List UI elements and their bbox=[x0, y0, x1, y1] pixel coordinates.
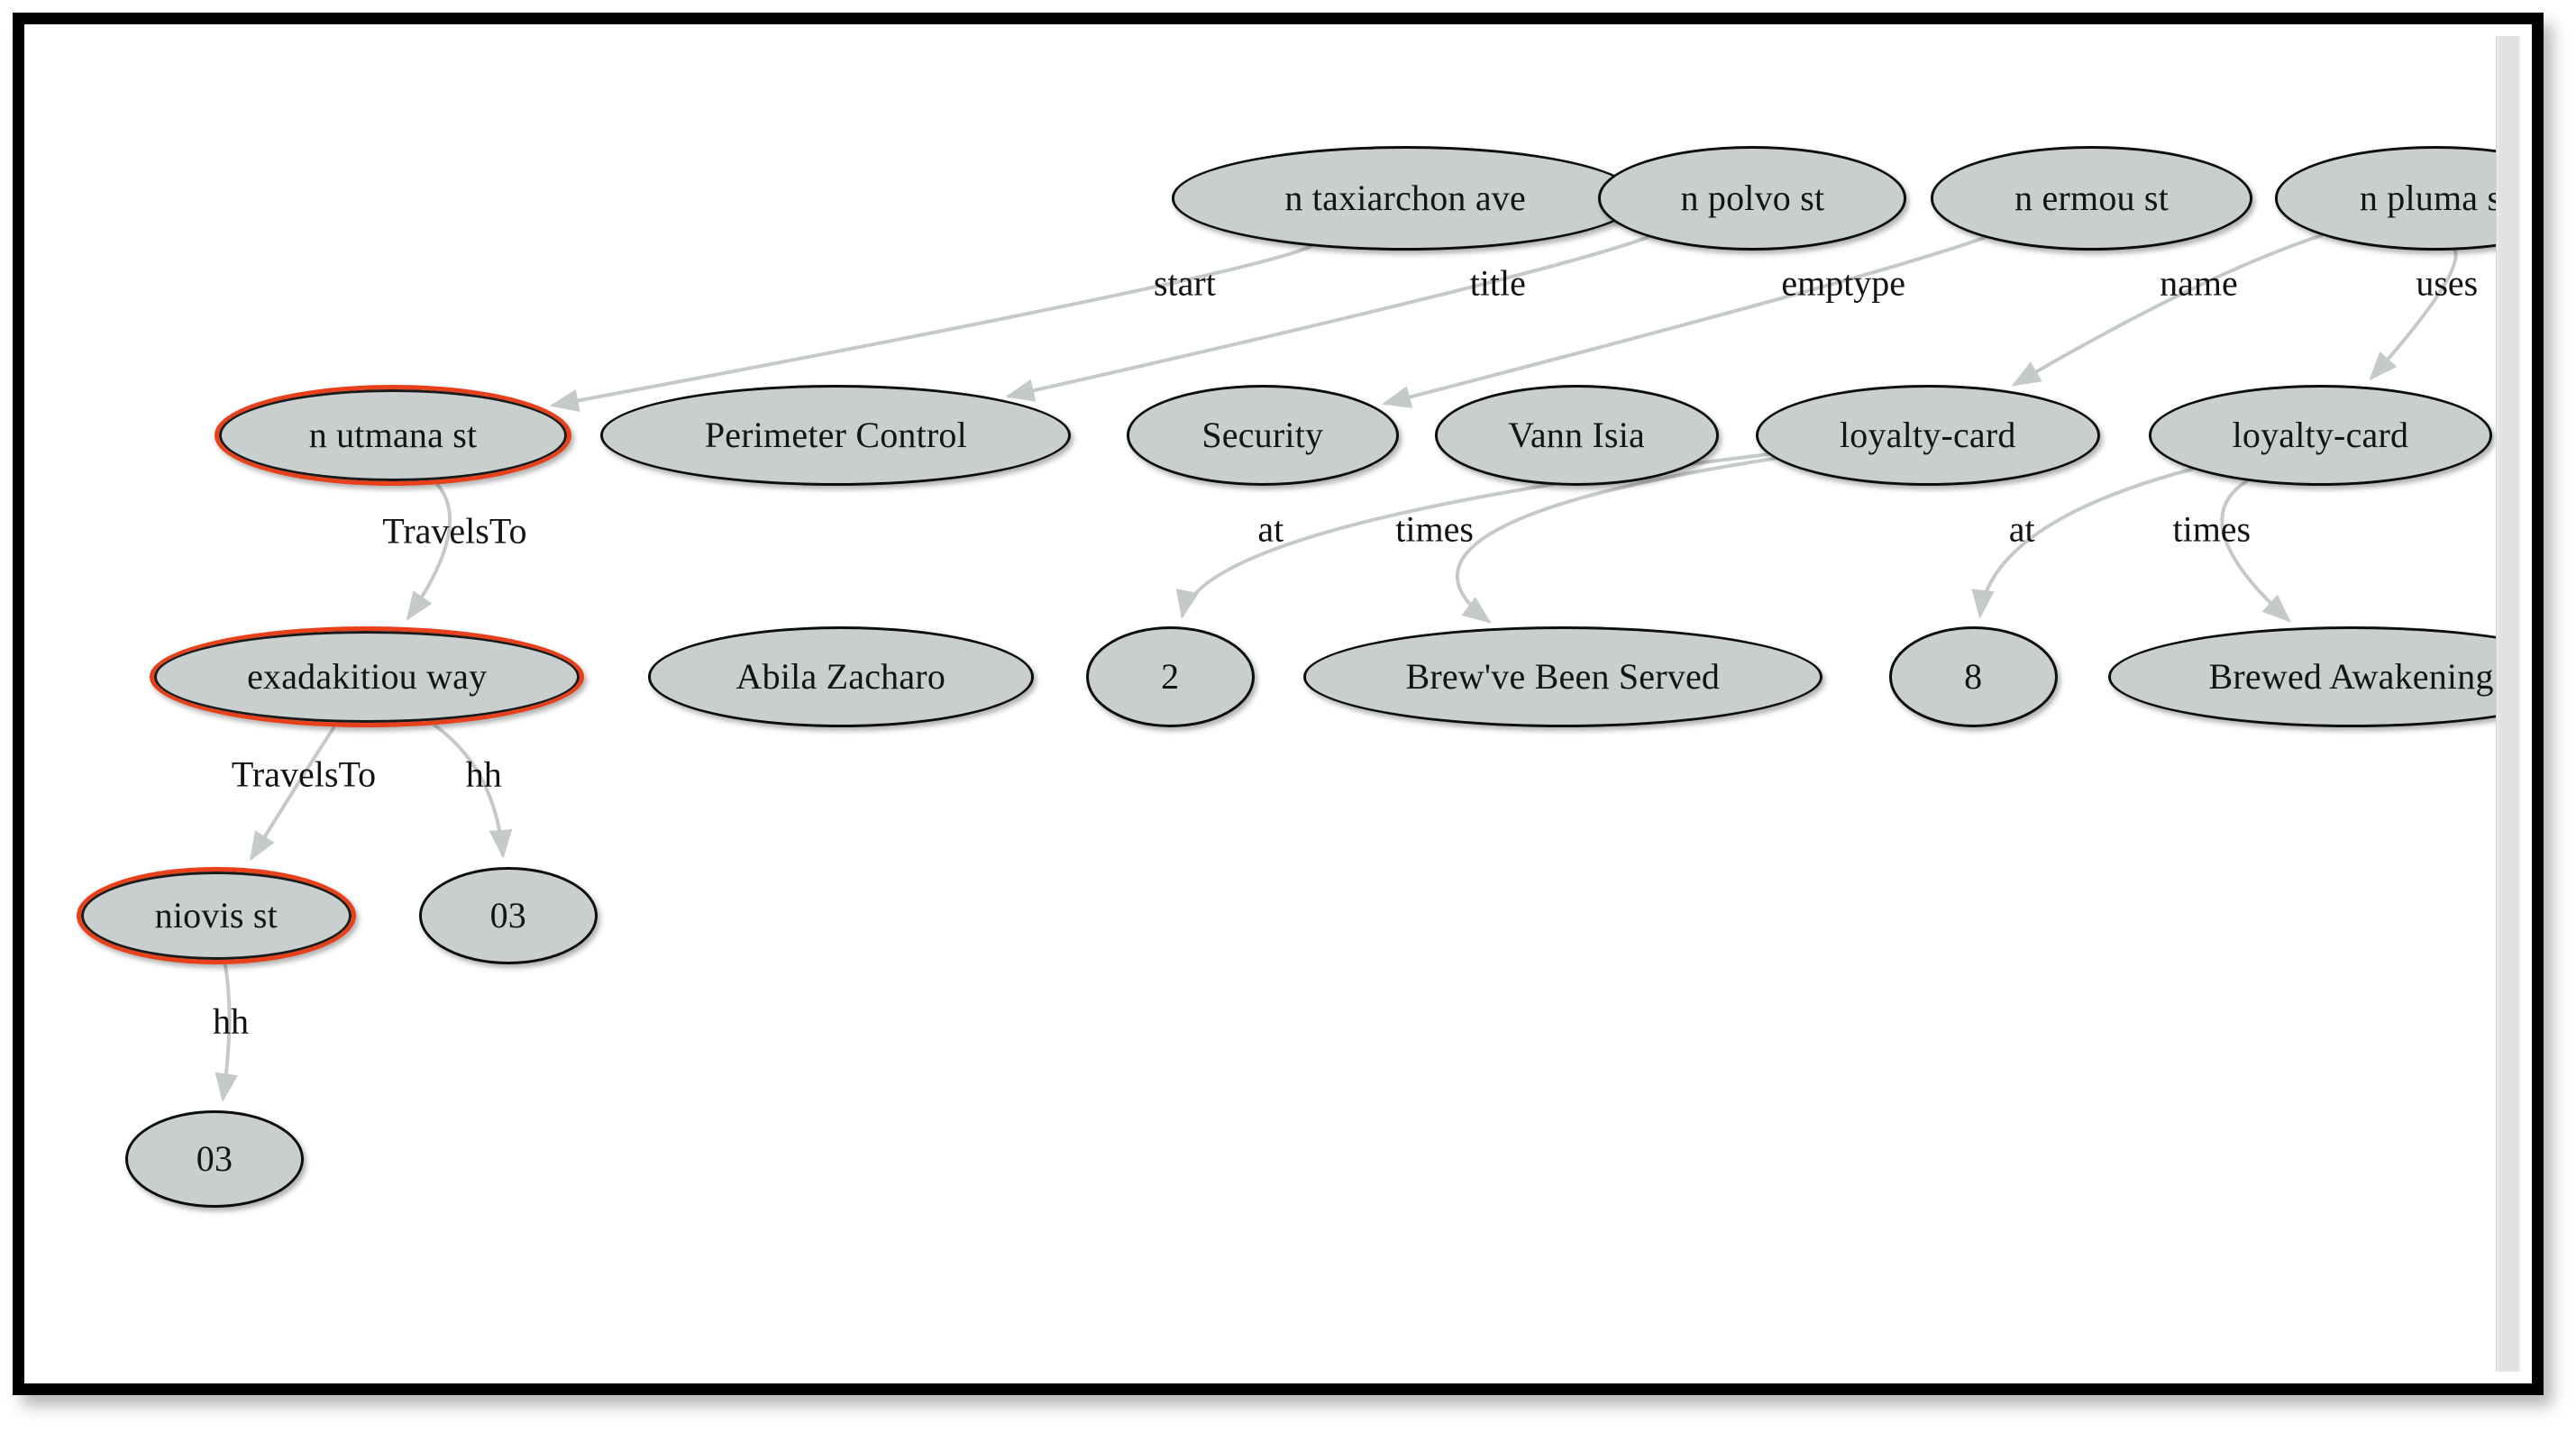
graph-edge-label: name bbox=[2160, 262, 2238, 304]
graph-node[interactable]: niovis st bbox=[77, 866, 356, 964]
graph-edge-label: at bbox=[2008, 508, 2035, 550]
graph-node[interactable]: Perimeter Control bbox=[600, 385, 1072, 486]
graph-node-label: Security bbox=[1201, 414, 1324, 455]
graph-node[interactable]: Abila Zacharo bbox=[647, 626, 1034, 727]
graph-edge-label: title bbox=[1469, 262, 1526, 304]
graph-edge bbox=[2011, 233, 2324, 387]
graph-node-label: n utmana st bbox=[308, 414, 478, 455]
graph-node-label: 8 bbox=[1964, 655, 1983, 697]
graph-node[interactable]: n pluma st bbox=[2275, 146, 2520, 251]
graph-edge-label: hh bbox=[213, 1000, 249, 1042]
graph-node[interactable]: n ermou st bbox=[1931, 146, 2252, 251]
graph-surface[interactable]: n taxiarchon ave n polvo st n ermou st n pl… bbox=[36, 36, 2520, 1372]
vertical-scrollbar-thumb[interactable] bbox=[2498, 36, 2518, 1372]
graph-edge-label: emptype bbox=[1781, 262, 1906, 304]
graph-edge-label: times bbox=[1395, 508, 1474, 550]
graph-node[interactable]: Security bbox=[1126, 385, 1399, 486]
graph-edge-label: TravelsTo bbox=[382, 510, 527, 552]
graph-edge-label: uses bbox=[2416, 262, 2479, 304]
graph-node-label: Abila Zacharo bbox=[735, 655, 946, 697]
graph-node[interactable]: n utmana st bbox=[215, 385, 571, 486]
graph-node-label: Perimeter Control bbox=[704, 414, 967, 455]
graph-node-label: 03 bbox=[489, 894, 526, 936]
graph-node-label: niovis st bbox=[154, 894, 278, 936]
graph-node[interactable]: 2 bbox=[1085, 626, 1255, 727]
graph-edge-label: times bbox=[2172, 508, 2252, 550]
vertical-scrollbar[interactable] bbox=[2496, 36, 2520, 1372]
graph-node[interactable]: loyalty-card bbox=[2148, 385, 2493, 486]
graph-node[interactable]: Brew've Been Served bbox=[1302, 626, 1822, 727]
graph-edge-label: start bbox=[1153, 262, 1216, 304]
graph-node[interactable]: loyalty-card bbox=[1756, 385, 2100, 486]
graph-node-label: Brew've Been Served bbox=[1405, 655, 1721, 697]
graph-node[interactable]: Brewed Awakening bbox=[2107, 626, 2520, 727]
graph-edge bbox=[1005, 234, 1650, 402]
graph-node-label: Vann Isia bbox=[1508, 414, 1645, 455]
graph-node[interactable]: exadakitiou way bbox=[150, 626, 585, 727]
graph-node-label: n taxiarchon ave bbox=[1284, 177, 1526, 218]
graph-node-label: Brewed Awakening bbox=[2208, 655, 2494, 697]
window-frame: n taxiarchon ave n polvo st n ermou st n pl… bbox=[13, 13, 2544, 1395]
graph-node-label: 2 bbox=[1161, 655, 1180, 697]
graph-node-label: n polvo st bbox=[1680, 177, 1825, 218]
graph-edge-label: hh bbox=[465, 753, 502, 795]
graph-node-label: loyalty-card bbox=[1839, 414, 2016, 455]
graph-node[interactable]: n polvo st bbox=[1598, 146, 1907, 251]
graph-node[interactable]: Vann Isia bbox=[1434, 385, 1719, 486]
graph-edge-label: TravelsTo bbox=[231, 753, 377, 795]
graph-node-label: n pluma st bbox=[2359, 177, 2512, 218]
graph-node-label: n ermou st bbox=[2014, 177, 2170, 218]
graph-canvas[interactable]: n taxiarchon ave n polvo st n ermou st n pl… bbox=[36, 36, 2520, 1372]
graph-node[interactable]: 03 bbox=[125, 1109, 304, 1208]
graph-node-label: 03 bbox=[196, 1137, 233, 1179]
graph-edge bbox=[2220, 479, 2291, 623]
graph-node[interactable]: 8 bbox=[1888, 626, 2058, 727]
graph-node[interactable]: 03 bbox=[418, 866, 598, 964]
graph-node-label: exadakitiou way bbox=[247, 655, 488, 697]
graph-node[interactable]: n taxiarchon ave bbox=[1172, 146, 1640, 251]
graph-node-label: loyalty-card bbox=[2232, 414, 2409, 455]
graph-edge-label: at bbox=[1257, 508, 1284, 550]
